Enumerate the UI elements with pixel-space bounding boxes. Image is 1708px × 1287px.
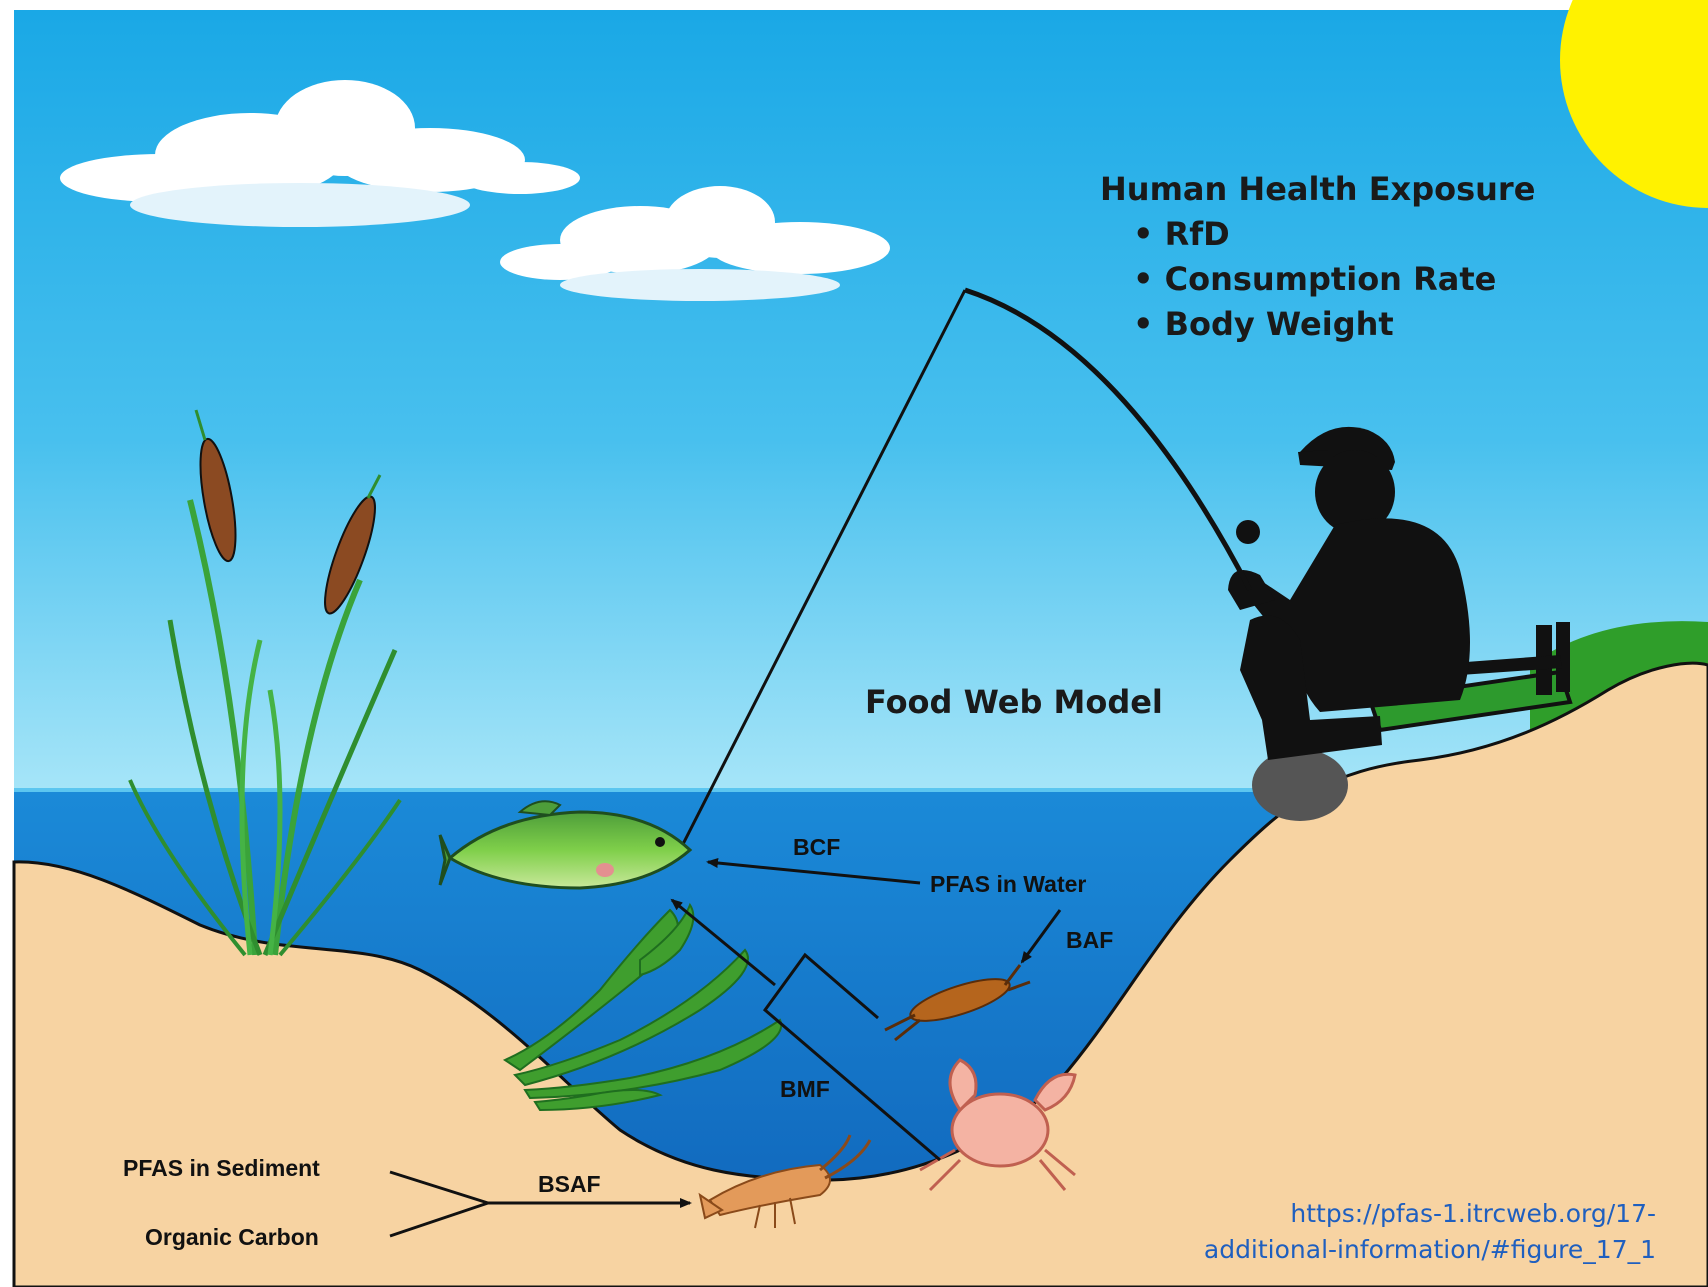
- label-baf: BAF: [1066, 927, 1113, 953]
- label-pfas-sediment: PFAS in Sediment: [123, 1155, 320, 1181]
- label-bmf: BMF: [780, 1076, 830, 1102]
- rock: [1252, 749, 1348, 821]
- exposure-title: Human Health Exposure: [1100, 170, 1535, 208]
- source-link-line1: https://pfas-1.itrcweb.org/17-: [1290, 1199, 1656, 1228]
- source-link[interactable]: https://pfas-1.itrcweb.org/17- additiona…: [1096, 1196, 1656, 1268]
- label-bsaf: BSAF: [538, 1171, 601, 1197]
- label-organic-carbon: Organic Carbon: [145, 1224, 319, 1250]
- exposure-item: • Consumption Rate: [1133, 260, 1496, 298]
- exposure-item: • RfD: [1133, 215, 1230, 253]
- source-link-line2: additional-information/#figure_17_1: [1204, 1235, 1656, 1264]
- label-bcf: BCF: [793, 834, 840, 860]
- model-label: Food Web Model: [865, 683, 1163, 721]
- label-pfas-water: PFAS in Water: [930, 871, 1086, 897]
- exposure-item: • Body Weight: [1133, 305, 1394, 343]
